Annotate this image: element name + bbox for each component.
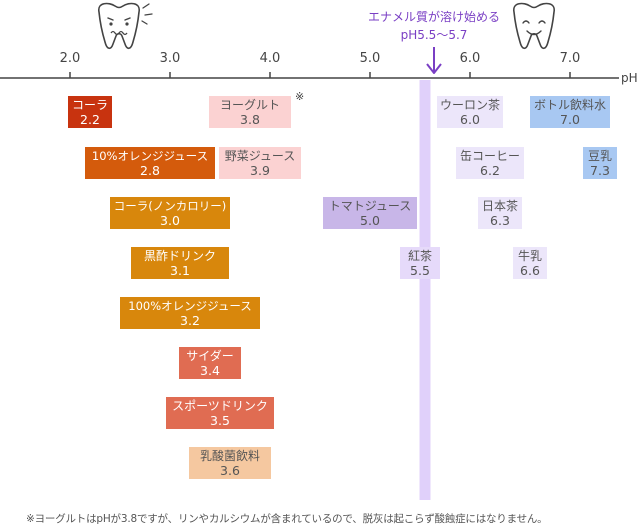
- bar-rect: [530, 96, 610, 128]
- bar-rect: [219, 147, 301, 179]
- bar-value: 3.9: [250, 163, 270, 178]
- bar-rect: [437, 96, 503, 128]
- bar-name: 豆乳: [588, 149, 612, 163]
- bar-16: 牛乳6.6: [513, 247, 547, 279]
- bar-name: ヨーグルト: [220, 98, 280, 112]
- bar-name: スポーツドリンク: [172, 399, 268, 413]
- bar-name: ウーロン茶: [440, 97, 500, 112]
- bar-name: コーラ(ノンカロリー): [114, 199, 226, 213]
- worried-tooth-icon: [98, 2, 153, 50]
- bar-rect: [110, 197, 230, 229]
- bar-18: 豆乳7.3: [583, 147, 617, 179]
- tick-label: 2.0: [60, 51, 81, 66]
- bar-12: 紅茶5.5: [400, 247, 440, 279]
- bar-value: 3.6: [220, 463, 240, 478]
- bar-rect: [323, 197, 417, 229]
- bar-value: 6.0: [460, 112, 480, 127]
- bar-value: 3.0: [160, 213, 180, 228]
- bar-rect: [209, 96, 291, 128]
- bar-rect: [456, 147, 524, 179]
- down-arrow-icon: [426, 47, 442, 74]
- footnote: ※ヨーグルトはpHが3.8ですが、リンやカルシウムが含まれているので、脱灰は起こ…: [26, 513, 548, 525]
- bar-value: 5.0: [360, 213, 380, 228]
- bar-name: 日本茶: [482, 198, 518, 213]
- bar-name: コーラ: [72, 98, 108, 112]
- tick-label: 6.0: [460, 51, 481, 66]
- bar-value: 5.5: [410, 263, 430, 278]
- bar-name: 缶コーヒー: [460, 149, 520, 163]
- threshold-range: pH5.5〜5.7: [401, 28, 468, 42]
- bar-name: サイダー: [186, 348, 234, 363]
- bar-value: 3.1: [170, 263, 190, 278]
- bar-name: 野菜ジュース: [225, 149, 296, 163]
- bar-name: トマトジュース: [329, 199, 412, 213]
- tick-label: 4.0: [260, 51, 281, 66]
- bar-value: 7.3: [590, 163, 610, 178]
- bar-3: コーラ(ノンカロリー)3.0: [110, 197, 230, 229]
- bar-rect: [400, 247, 440, 279]
- bar-rect: [68, 96, 112, 128]
- bar-rect: [131, 247, 229, 279]
- tick-label: 7.0: [560, 51, 581, 66]
- x-axis-label: pH: [621, 71, 638, 85]
- bar-value: 6.2: [480, 163, 500, 178]
- bar-value: 3.5: [210, 413, 230, 428]
- happy-tooth-icon: [513, 2, 555, 50]
- bar-name: 100%オレンジジュース: [128, 299, 252, 313]
- bar-value: 3.8: [240, 112, 260, 127]
- bar-name: ボトル飲料水: [534, 97, 606, 112]
- bar-name: 乳酸菌飲料: [200, 448, 260, 463]
- bar-value: 6.6: [520, 263, 540, 278]
- bar-name: 10%オレンジジュース: [92, 149, 208, 163]
- bar-value: 2.2: [80, 112, 100, 127]
- tick-label: 5.0: [360, 51, 381, 66]
- bar-rect: [478, 197, 522, 229]
- bar-rect: [179, 347, 241, 379]
- footnote-mark: ※: [295, 90, 304, 103]
- bar-rect: [513, 247, 547, 279]
- bar-rect: [166, 397, 274, 429]
- bar-name: 黒酢ドリンク: [144, 248, 216, 263]
- bar-value: 7.0: [560, 112, 580, 127]
- bar-rect: [120, 297, 260, 329]
- enamel-threshold-band: [419, 80, 431, 500]
- bar-value: 6.3: [490, 213, 510, 228]
- bar-value: 3.2: [180, 313, 200, 328]
- bar-name: 牛乳: [518, 248, 542, 263]
- threshold-title: エナメル質が溶け始める: [368, 9, 500, 24]
- bar-rect: [189, 447, 271, 479]
- bar-value: 2.8: [140, 163, 160, 178]
- bar-name: 紅茶: [408, 248, 432, 263]
- bar-value: 3.4: [200, 363, 220, 378]
- tick-label: 3.0: [160, 51, 181, 66]
- x-axis-ticks: 2.0 3.0 4.0 5.0 6.0 7.0: [60, 51, 581, 78]
- bar-rect: [583, 147, 617, 179]
- bar-rect: [85, 147, 215, 179]
